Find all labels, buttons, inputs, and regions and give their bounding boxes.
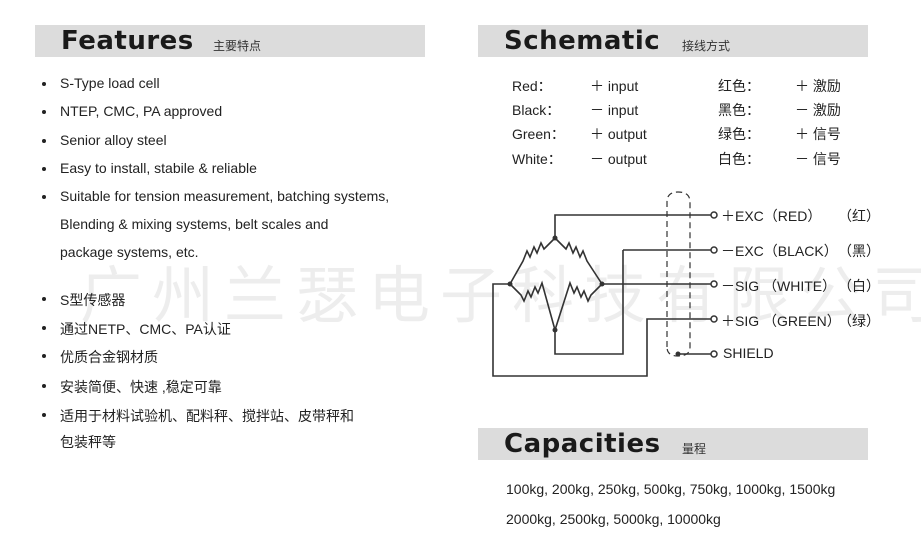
features-header: Features 主要特点 [35,25,425,57]
terminal-plus-sig: ＋SIG （GREEN） [721,313,841,329]
terminal-cn: （红） [838,208,880,224]
terminal-minus-exc: －EXC（BLACK） [721,243,838,259]
wire-color: White： [512,151,562,167]
capacities-subtitle: 量程 [682,442,707,456]
terminal-cn: （黑） [838,243,880,259]
terminal-cn: （白） [838,278,880,294]
wire-color-cn: 绿色： [718,126,760,142]
wire-signal-cn: ＋ 信号 [795,126,841,142]
schematic-title: Schematic [504,26,661,56]
capacities-header: Capacities 量程 [478,428,868,460]
schematic-subtitle: 接线方式 [682,39,731,53]
terminal-minus-sig: －SIG （WHITE） [721,278,837,294]
wire-color-cn: 红色： [718,78,760,94]
capacities-title: Capacities [504,429,661,459]
capacities-line-1: 100kg, 200kg, 250kg, 500kg, 750kg, 1000k… [506,481,836,497]
wire-color: Green： [512,126,565,142]
wire-signal-cn: ＋ 激励 [795,78,841,94]
schematic-header: Schematic 接线方式 [478,25,868,57]
wire-signal-cn: － 信号 [795,151,841,167]
wire-signal: ＋ input [590,78,639,94]
terminal-shield: SHIELD [723,345,774,361]
terminal-cn: （绿） [838,313,880,329]
features-subtitle: 主要特点 [213,39,262,53]
wire-signal: － output [590,151,647,167]
wire-signal: － input [590,102,639,118]
features-title: Features [61,26,194,56]
terminal-plus-exc: ＋EXC（RED） [721,208,822,224]
wire-color-cn: 黑色： [718,102,760,118]
wire-color: Red： [512,78,552,94]
wire-color-cn: 白色： [718,151,760,167]
capacities-line-2: 2000kg, 2500kg, 5000kg, 10000kg [506,511,721,527]
wire-color: Black： [512,102,561,118]
watermark: 广州兰瑟电子科技有限公司 [80,259,921,332]
wire-signal-cn: － 激励 [795,102,841,118]
wire-signal: ＋ output [590,126,647,142]
